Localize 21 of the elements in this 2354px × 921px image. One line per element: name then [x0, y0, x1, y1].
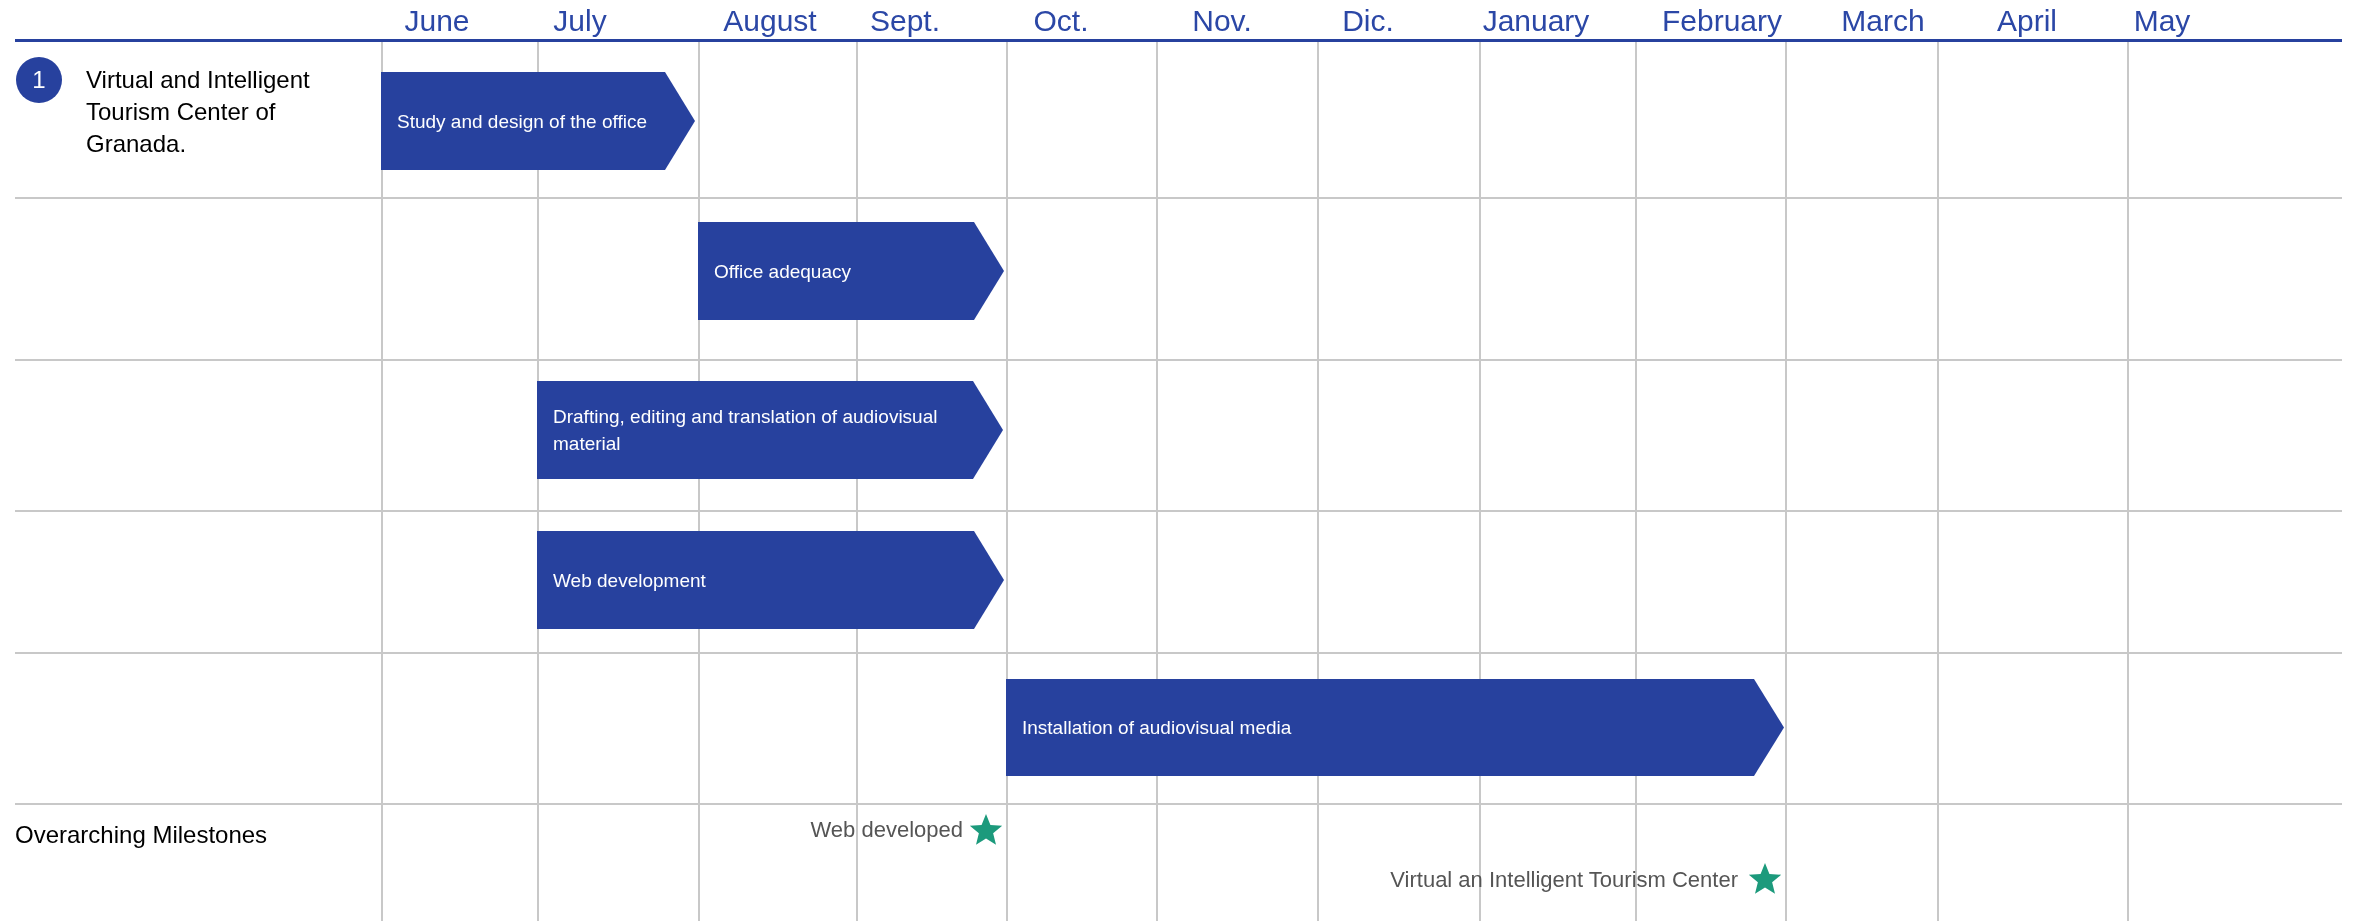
- task-bar: Installation of audiovisual media: [1006, 679, 1784, 776]
- month-label: March: [1841, 4, 1925, 38]
- row-title: Virtual and Intelligent Tourism Center of Granada.: [86, 65, 311, 159]
- month-label: May: [2133, 4, 2191, 38]
- month-label: Sept.: [869, 4, 941, 38]
- task-bar: Office adequacy: [698, 222, 1004, 320]
- task-bar: Web development: [537, 531, 1004, 629]
- month-label: Oct.: [1033, 4, 1089, 38]
- row-label: Overarching Milestones: [15, 820, 268, 850]
- task-bar: Study and design of the office: [381, 72, 695, 170]
- month-label: Nov.: [1192, 4, 1252, 38]
- month-label: January: [1482, 4, 1590, 38]
- month-label: August: [723, 4, 817, 38]
- month-label: June: [404, 4, 470, 38]
- month-label: April: [1997, 4, 2057, 38]
- month-label: Dic.: [1342, 4, 1394, 38]
- month-label: February: [1662, 4, 1782, 38]
- month-label: July: [553, 4, 607, 38]
- task-bar: Drafting, editing and translation of audiovisual material: [537, 381, 1003, 479]
- milestone-label: Web developed: [810, 816, 963, 844]
- milestone-label: Virtual an Intelligent Tourism Center: [1390, 866, 1738, 894]
